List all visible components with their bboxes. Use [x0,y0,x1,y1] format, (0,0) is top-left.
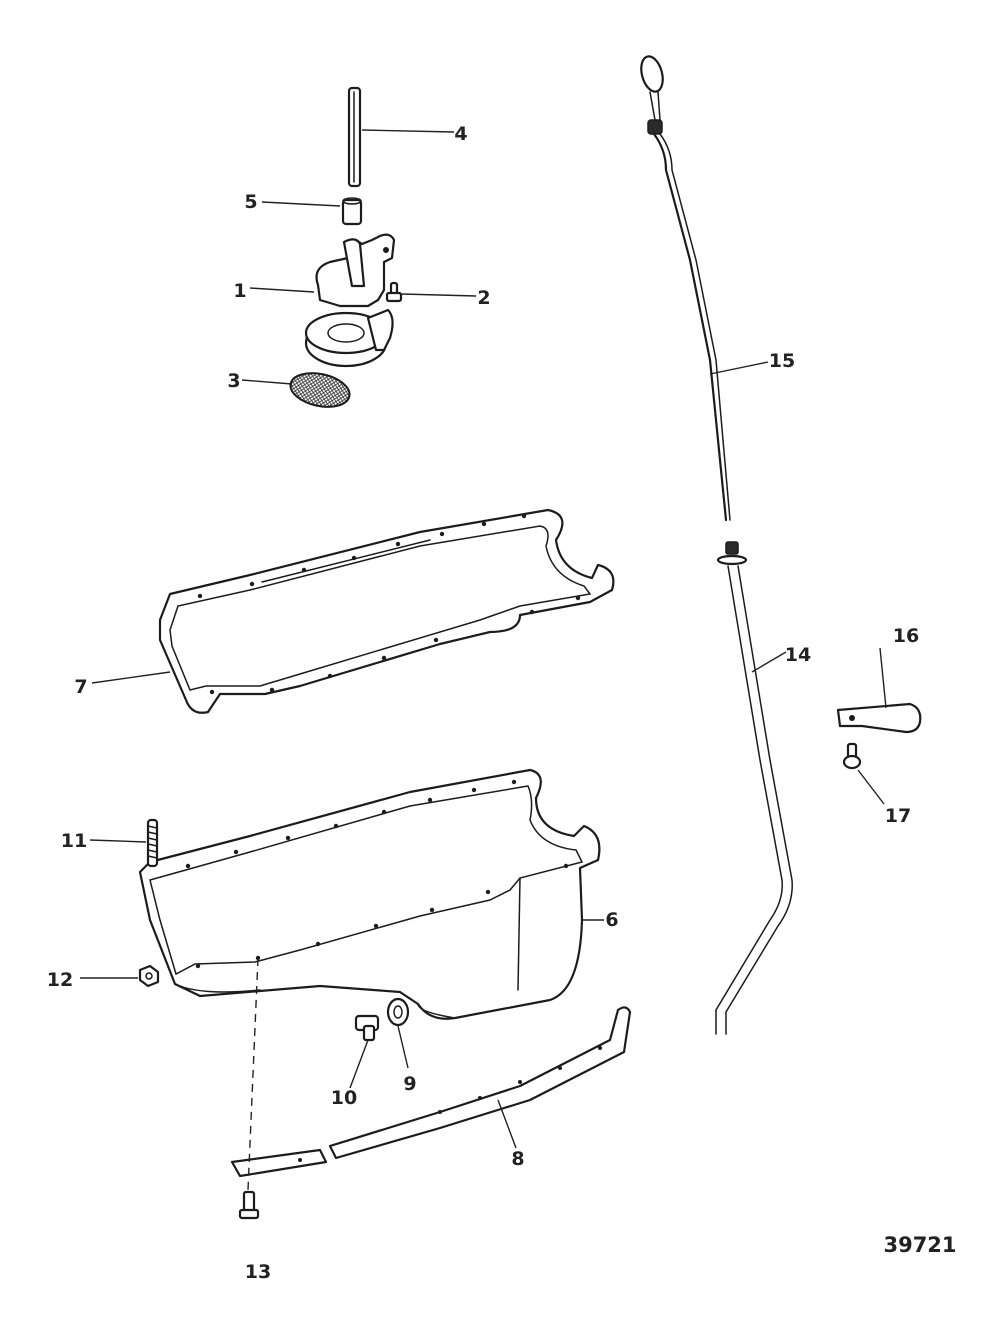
pan-bolt-holes [185,779,569,969]
part-4-pump-shaft [347,86,362,188]
callout-2: 2 [477,287,490,309]
callout-15: 15 [769,350,795,372]
callout-labels: 1 2 3 4 5 6 7 8 9 10 11 12 13 14 15 16 1… [47,123,919,1283]
callout-1: 1 [233,280,246,302]
part-9-washer [386,997,410,1027]
callout-10: 10 [331,1087,357,1109]
gasket-bolt-holes [197,513,581,695]
callout-3: 3 [227,370,240,392]
callout-4: 4 [454,123,467,145]
part-7-oil-pan-gasket [158,508,615,714]
callout-7: 7 [74,676,87,698]
callout-6: 6 [605,909,618,931]
callout-12: 12 [47,969,73,991]
callout-13: 13 [245,1261,271,1283]
leader-lines [80,129,887,1149]
part-2-pump-bolt [385,281,403,303]
callout-14: 14 [785,644,811,666]
callout-5: 5 [244,191,257,213]
callout-9: 9 [403,1073,416,1095]
callout-16: 16 [893,625,919,647]
part-16-bracket [836,702,922,734]
part-1-oil-pump [304,233,396,368]
part-15-dipstick [640,55,731,522]
part-12-nut [138,964,160,988]
part-5-shaft-sleeve [341,197,363,226]
callout-11: 11 [61,830,87,852]
callout-8: 8 [511,1148,524,1170]
part-17-screw [842,742,862,770]
figure-number: 39721 [883,1233,956,1257]
part-10-drain-plug [354,1014,380,1042]
callout-17: 17 [885,805,911,827]
part-14-dipstick-tube [715,541,793,1035]
part-11-stud [146,818,159,868]
part-3-pickup-screen [289,372,351,408]
part-6-oil-pan [138,768,601,1020]
part-8-rear-seal [230,1006,632,1178]
assembly-line [247,957,259,1191]
part-13-bolt [238,1190,260,1220]
